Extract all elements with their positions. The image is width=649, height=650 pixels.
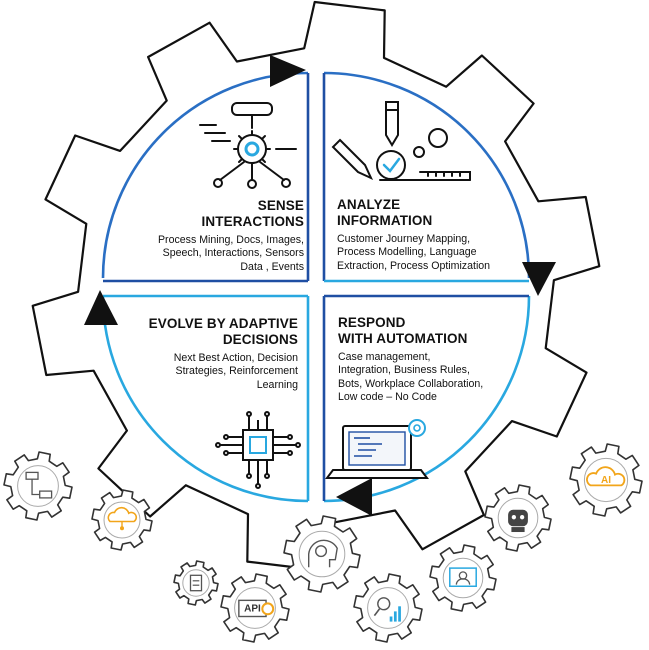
- cycle-ring: [101, 71, 531, 503]
- svg-text:API: API: [244, 604, 261, 615]
- gear-network-icon: [199, 102, 297, 189]
- analyze-title-line1: ANALYZE: [337, 197, 401, 212]
- quadrant-evolve: EVOLVE BY ADAPTIVE DECISIONS Next Best A…: [110, 316, 298, 392]
- analyze-description: Customer Journey Mapping, Process Modell…: [337, 233, 527, 273]
- main-gear-outline: [31, 0, 601, 572]
- respond-line: Low code – No Code: [338, 390, 437, 403]
- evolve-line: Next Best Action, Decision: [173, 352, 298, 364]
- respond-description: Case management, Integration, Business R…: [338, 351, 518, 404]
- evolve-description: Next Best Action, Decision Strategies, R…: [110, 352, 298, 392]
- quadrant-sense: SENSE INTERACTIONS Process Mining, Docs,…: [118, 198, 304, 274]
- ring-arc-analyze: [323, 71, 531, 279]
- analyze-line: Extraction, Process Optimization: [337, 259, 491, 272]
- analyze-line: Customer Journey Mapping,: [337, 233, 471, 245]
- main-gear-outline-path: [31, 0, 601, 572]
- document-scan-gear-icon: [173, 560, 219, 606]
- arrow-top-icon: [270, 55, 306, 87]
- arrow-right-icon: [522, 262, 556, 296]
- analyze-title-line2: INFORMATION: [337, 213, 433, 228]
- arrow-bottom-icon: [336, 478, 372, 516]
- sense-line: Data , Events: [240, 260, 304, 273]
- evolve-line: Strategies, Reinforcement: [175, 365, 298, 378]
- evolve-title: EVOLVE BY ADAPTIVE DECISIONS: [110, 316, 298, 348]
- cloud-network-gear-icon: [91, 489, 153, 551]
- flowchart-gear-icon: [3, 451, 73, 521]
- evolve-title-line1: EVOLVE BY ADAPTIVE: [148, 316, 298, 331]
- sense-description: Process Mining, Docs, Images, Speech, In…: [118, 234, 304, 274]
- sense-line: Process Mining, Docs, Images,: [157, 234, 304, 246]
- quadrant-respond: RESPOND WITH AUTOMATION Case management,…: [338, 315, 518, 404]
- respond-line: Integration, Business Rules,: [338, 364, 470, 377]
- respond-title-line2: WITH AUTOMATION: [338, 331, 468, 346]
- respond-title-line1: RESPOND: [338, 315, 406, 330]
- ring-arc-evolve: [101, 295, 309, 503]
- chip-icon: [215, 411, 301, 489]
- brain-gear-icon: [283, 515, 361, 593]
- analytics-gear-icon: [353, 573, 423, 643]
- sense-line: Speech, Interactions, Sensors: [162, 247, 304, 260]
- evolve-title-line2: DECISIONS: [222, 332, 298, 347]
- respond-title: RESPOND WITH AUTOMATION: [338, 315, 518, 347]
- design-tools-icon: [331, 101, 471, 181]
- respond-line: Bots, Workplace Collaboration,: [338, 377, 484, 390]
- sense-title: SENSE INTERACTIONS: [118, 198, 304, 230]
- respond-line: Case management,: [338, 351, 431, 363]
- arrow-left-icon: [84, 290, 118, 325]
- quadrant-analyze: ANALYZE INFORMATION Customer Journey Map…: [337, 197, 527, 273]
- analyze-line: Process Modelling, Language: [337, 246, 477, 259]
- api-gear-icon: API: [220, 573, 290, 643]
- user-screen-gear-icon: [429, 544, 497, 612]
- evolve-line: Learning: [256, 378, 298, 391]
- sense-title-line1: SENSE: [257, 198, 304, 213]
- analyze-title: ANALYZE INFORMATION: [337, 197, 527, 229]
- laptop-code-icon: [325, 419, 429, 479]
- robot-gear-icon: [484, 484, 552, 552]
- ring-arc-sense: [101, 71, 309, 279]
- small-gears: API AI: [3, 443, 643, 643]
- svg-text:AI: AI: [601, 475, 611, 486]
- ai-cloud-gear-icon: AI: [569, 443, 643, 517]
- sense-title-line2: INTERACTIONS: [201, 214, 304, 229]
